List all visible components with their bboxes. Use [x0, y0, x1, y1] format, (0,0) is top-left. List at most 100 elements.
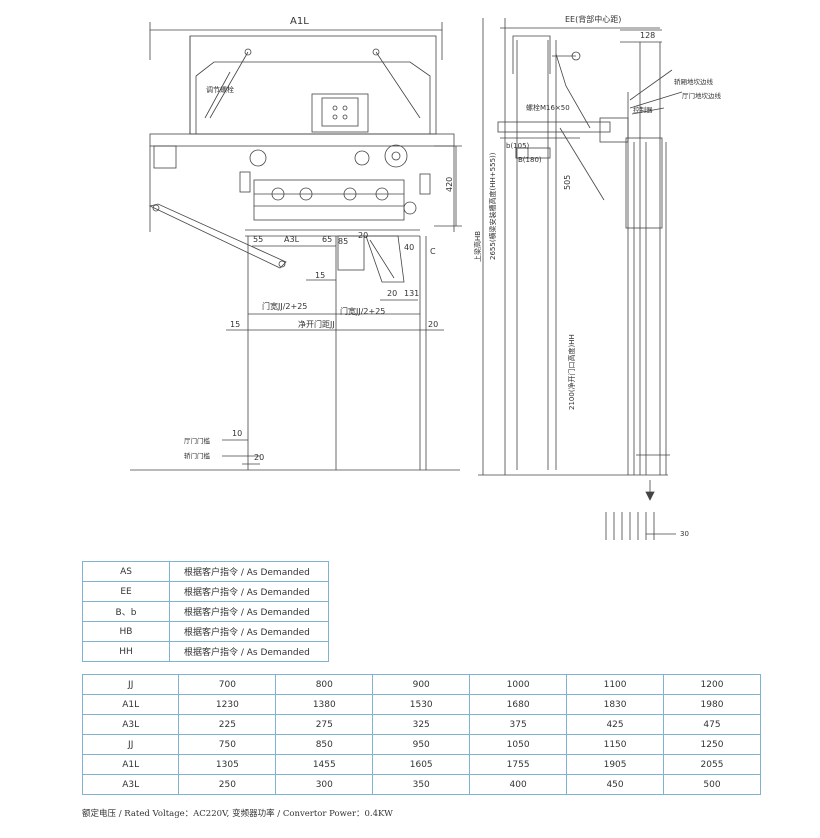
clear-height-label: 2100(净开门口高度)HH	[567, 334, 576, 410]
spec-key: AS	[82, 561, 170, 582]
spec-value: 根据客户指令 / As Demanded	[169, 601, 329, 622]
size-cell: 475	[663, 714, 761, 735]
size-cell: 750	[178, 734, 277, 755]
dim-20-a: 20	[358, 231, 368, 240]
car-sill-label: 轿门门槛	[184, 451, 211, 460]
install-height-label: 2655(横梁安装槽高度(HH+555))	[488, 152, 497, 260]
size-cell: 275	[275, 714, 374, 735]
spec-value: 根据客户指令 / As Demanded	[169, 561, 329, 582]
size-row-label: A3L	[81, 774, 180, 795]
size-row-label: A3L	[81, 714, 180, 735]
dim-30: 30	[680, 530, 689, 538]
spec-key: EE	[82, 581, 170, 602]
size-row-label: A1L	[81, 694, 180, 715]
size-cell: 1830	[566, 694, 665, 715]
door-operator-drawing: A1L 调节螺栓 A3L 55 65 85 20 40 C 15 20 131 …	[130, 14, 722, 540]
size-cell: 1000	[469, 674, 568, 695]
size-cell: 300	[275, 774, 374, 795]
bolt-label: 螺栓M16×50	[526, 103, 570, 112]
size-cell: 350	[372, 774, 471, 795]
size-cell: 1050	[469, 734, 568, 755]
size-cell: 325	[372, 714, 471, 735]
size-cell: 1380	[275, 694, 374, 715]
dim-10: 10	[232, 429, 242, 438]
side-view-labels: EE(背部中心距) 128 上梁高HB 2655(横梁安装槽高度(HH+555)…	[473, 14, 722, 410]
car-sill-line-label: 轿厢地坎边线	[674, 77, 714, 86]
spec-value: 根据客户指令 / As Demanded	[169, 621, 329, 642]
dim-55: 55	[253, 235, 263, 244]
spec-key: HB	[82, 621, 170, 642]
size-cell: 400	[469, 774, 568, 795]
size-cell: 1605	[372, 754, 471, 775]
hall-sill-line-label: 厅门地坎边线	[682, 91, 722, 100]
dim-85: 85	[338, 237, 348, 246]
size-cell: 450	[566, 774, 665, 795]
size-cell: 225	[178, 714, 277, 735]
dim-505: 505	[563, 175, 572, 190]
spec-key: HH	[82, 641, 170, 662]
size-cell: 250	[178, 774, 277, 795]
ee-label: EE(背部中心距)	[565, 14, 621, 24]
dim-131: 131	[404, 289, 419, 298]
size-cell: 2055	[663, 754, 761, 775]
size-cell: 1250	[663, 734, 761, 755]
b105-label: b(105)	[506, 142, 530, 150]
controller-label: 控制器	[633, 105, 653, 114]
size-cell: 500	[663, 774, 761, 795]
spec-value: 根据客户指令 / As Demanded	[169, 581, 329, 602]
size-cell: 1150	[566, 734, 665, 755]
dim-128: 128	[640, 31, 655, 40]
size-row-label: JJ	[81, 674, 180, 695]
side-view	[478, 18, 683, 501]
adjust-bolt-label: 调节螺栓	[206, 85, 234, 94]
size-cell: 1980	[663, 694, 761, 715]
size-cell: 850	[275, 734, 374, 755]
hb-label: 上梁高HB	[473, 231, 482, 262]
front-view-labels: A1L 调节螺栓 A3L 55 65 85 20 40 C 15 20 131 …	[184, 16, 454, 462]
dim-15-b: 15	[230, 320, 240, 329]
size-cell: 950	[372, 734, 471, 755]
size-cell: 1200	[663, 674, 761, 695]
a3l-label: A3L	[284, 235, 300, 244]
half-width-right: 门宽JJ/2+25	[340, 306, 385, 316]
b180-label: B(180)	[518, 156, 542, 164]
dim-20-d: 20	[254, 453, 264, 462]
size-cell: 1100	[566, 674, 665, 695]
size-cell: 1455	[275, 754, 374, 775]
size-row-label: JJ	[81, 734, 180, 755]
half-width-left: 门宽JJ/2+25	[262, 301, 307, 311]
size-cell: 800	[275, 674, 374, 695]
dim-420: 420	[445, 177, 454, 192]
size-cell: 700	[178, 674, 277, 695]
clear-opening-label: 净开门距JJ	[298, 319, 335, 329]
size-cell: 1680	[469, 694, 568, 715]
size-cell: 1905	[566, 754, 665, 775]
footer-note: 额定电压 / Rated Voltage：AC220V, 变频器功率 / Con…	[82, 809, 393, 819]
spec-key: B、b	[82, 601, 170, 622]
size-cell: 1230	[178, 694, 277, 715]
spec-value: 根据客户指令 / As Demanded	[169, 641, 329, 662]
dim-20-b: 20	[387, 289, 397, 298]
size-cell: 1755	[469, 754, 568, 775]
a1l-label: A1L	[290, 16, 309, 27]
dim-20-c: 20	[428, 320, 438, 329]
size-cell: 1305	[178, 754, 277, 775]
dim-65: 65	[322, 235, 332, 244]
size-cell: 425	[566, 714, 665, 735]
front-view	[130, 22, 462, 471]
size-cell: 1530	[372, 694, 471, 715]
hall-sill-label: 厅门门槛	[184, 436, 211, 445]
